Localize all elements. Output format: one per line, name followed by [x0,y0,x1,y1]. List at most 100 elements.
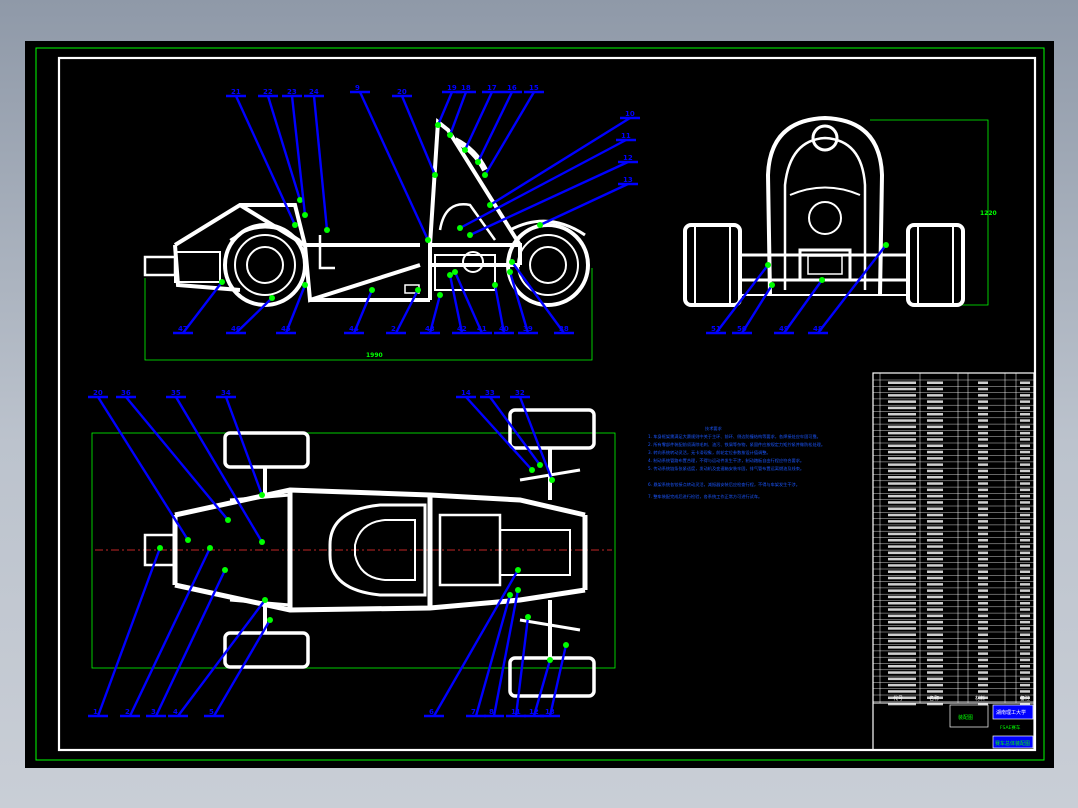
side-label-2: 23 [282,88,308,218]
svg-text:41: 41 [477,325,487,333]
plan-top-label-4: 14 [456,389,535,473]
svg-text:36: 36 [121,389,131,397]
stamp-text: 装配图 [958,714,973,721]
svg-text:23: 23 [287,88,297,96]
side-bottom-label-10: 38 [509,259,574,335]
svg-text:2: 2 [125,708,130,716]
plan-bottom-label-0: 1 [88,545,163,718]
side-label-11: 10 [487,110,640,208]
inner-frame [57,56,1037,752]
header-note: 备注 [1020,695,1030,702]
svg-text:5: 5 [209,708,214,716]
outer-frame [35,47,1045,761]
svg-text:17: 17 [487,84,497,92]
svg-text:38: 38 [559,325,569,333]
svg-text:49: 49 [779,325,789,333]
svg-text:11: 11 [511,708,521,716]
svg-text:7: 7 [471,708,476,716]
svg-text:44: 44 [349,325,359,333]
svg-text:6: 6 [429,708,434,716]
svg-text:39: 39 [523,325,533,333]
side-bottom-label-8: 40 [492,282,514,335]
svg-text:19: 19 [447,84,457,92]
side-bottom-label-4: 2 [386,287,421,335]
side-bottom-label-2: 45 [276,282,308,335]
svg-text:16: 16 [507,84,517,92]
plan-top-label-0: 20 [88,389,191,543]
side-view: 1990 [143,118,593,361]
svg-text:13: 13 [545,708,555,716]
side-label-7: 18 [447,84,476,138]
svg-text:14: 14 [461,389,471,397]
svg-text:24: 24 [309,88,319,96]
rear-label-0: 51 [706,262,771,335]
rear-label-3: 48 [808,242,889,335]
side-bottom-label-1: 46 [226,295,275,335]
school-name: 湖南理工大学 [996,709,1026,716]
plan-bottom-label-5: 6 [424,567,521,718]
plan-bottom-label-8: 11 [506,614,531,718]
svg-text:21: 21 [231,88,241,96]
svg-text:42: 42 [457,325,467,333]
side-label-10: 15 [482,84,544,178]
side-label-3: 24 [304,88,330,233]
svg-text:1: 1 [93,708,98,716]
side-bottom-label-6: 42 [447,272,472,335]
plan-bottom-label-2: 3 [146,567,228,718]
title-block: 装配图 湖南理工大学 FSAE赛车 赛车总体装配图 代号 名称 材料 备注 [872,695,1035,751]
svg-text:4: 4 [173,708,178,716]
svg-text:43: 43 [425,325,435,333]
plan-top-label-3: 34 [216,389,265,498]
header-code: 代号 [893,695,903,702]
svg-text:40: 40 [499,325,509,333]
svg-text:12: 12 [529,708,539,716]
drawing-title: 赛车总体装配图 [995,740,1030,747]
svg-text:34: 34 [221,389,231,397]
tech-note-3: 3. 转向系统转动灵活，无卡滞现象，前轮定位参数按设计值调整。 [648,449,771,456]
svg-text:1990: 1990 [366,352,383,359]
svg-text:22: 22 [263,88,273,96]
tech-note-7: 7. 整车装配完成后进行检验，各系统工作正常方可进行试车。 [648,493,762,500]
svg-text:46: 46 [231,325,241,333]
svg-text:45: 45 [281,325,291,333]
side-label-0: 21 [226,88,298,228]
svg-text:33: 33 [485,389,495,397]
svg-text:47: 47 [178,325,188,333]
plan-bottom-label-4: 5 [204,617,273,718]
plan-bottom-label-1: 2 [120,545,213,718]
technical-requirements: 技术要求 1. 车身框架需满足大赛规则中关于主环、前环、侧边防撞结构等要求，各焊… [648,425,825,500]
side-label-9: 16 [475,84,522,165]
side-label-1: 22 [258,88,303,203]
svg-text:35: 35 [171,389,181,397]
side-bottom-label-5: 43 [420,292,443,335]
side-bottom-label-0: 47 [173,279,225,335]
svg-text:48: 48 [813,325,823,333]
rear-label-1: 50 [732,282,775,335]
plan-bottom-label-7: 8 [484,587,521,718]
plan-top-label-5: 33 [480,389,543,468]
svg-text:20: 20 [93,389,103,397]
header-name: 名称 [929,695,939,702]
plan-top-label-1: 36 [116,389,231,523]
tech-note-1: 1. 车身框架需满足大赛规则中关于主环、前环、侧边防撞结构等要求，各焊接处应牢固… [648,433,821,440]
svg-text:3: 3 [151,708,156,716]
side-label-8: 17 [462,84,502,153]
side-label-4: 9 [350,84,431,243]
side-bottom-label-9: 39 [507,269,538,335]
tech-notes-title: 技术要求 [705,425,723,432]
svg-text:18: 18 [461,84,471,92]
svg-text:12: 12 [623,154,633,162]
svg-text:11: 11 [621,132,631,140]
plan-bottom-label-3: 4 [168,597,268,718]
side-label-12: 11 [457,132,636,231]
plan-top-label-6: 32 [510,389,555,483]
side-bottom-label-7: 41 [452,269,492,335]
svg-text:32: 32 [515,389,525,397]
svg-text:20: 20 [397,88,407,96]
tech-note-2: 2. 所有零部件装配前须清除毛刺、油污、铁屑等杂物，紧固件应按规定力矩拧紧并做防… [648,441,825,448]
side-label-14: 13 [537,176,638,228]
tech-note-4: 4. 制动系统管路布置合理，不得与运动件发生干涉，制动踏板自由行程应符合要求。 [648,457,804,464]
plan-top-label-2: 35 [166,389,265,545]
